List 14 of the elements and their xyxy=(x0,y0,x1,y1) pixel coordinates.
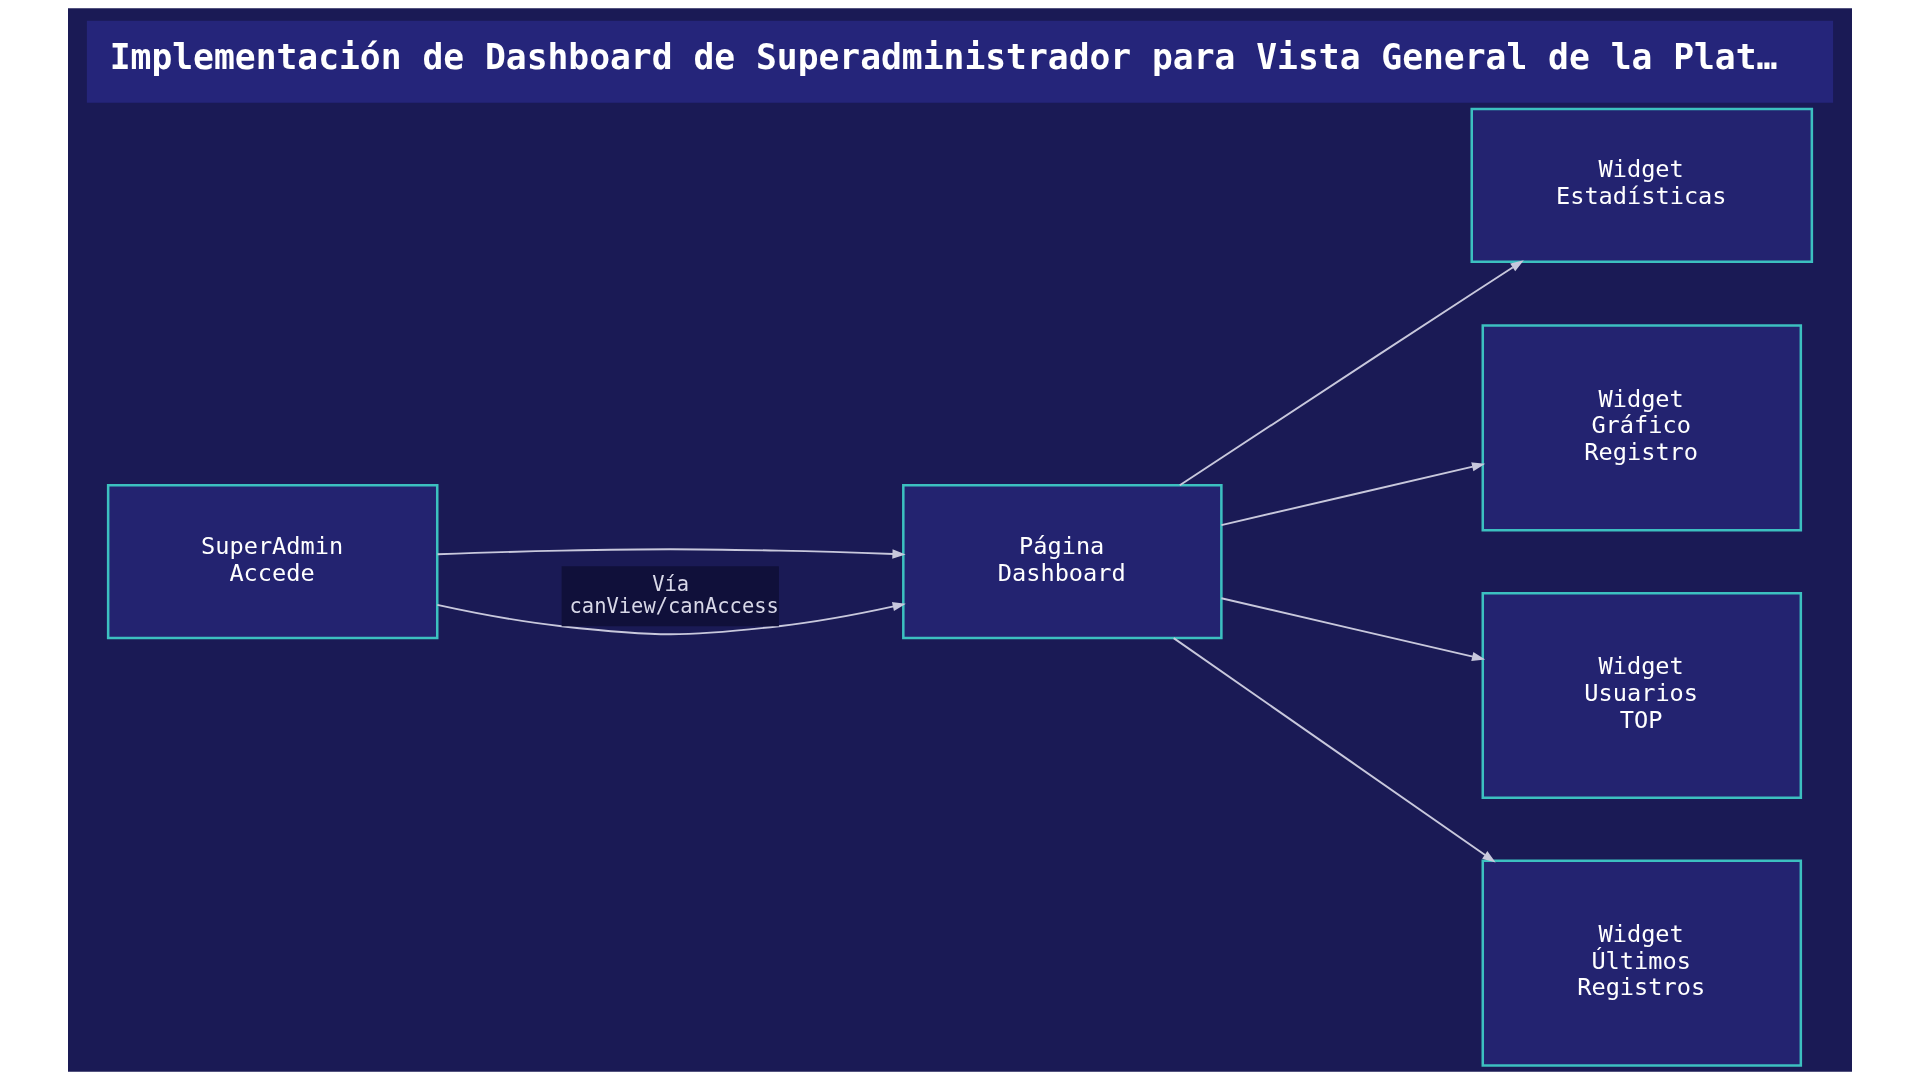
node-box: Página Dashboard xyxy=(902,484,1223,640)
node-box: Widget Usuarios TOP xyxy=(1481,591,1803,800)
node-box: Widget Gráfico Registro xyxy=(1481,324,1803,532)
edge-label: Vía canView/canAccess xyxy=(569,571,779,618)
arrow xyxy=(1178,260,1524,487)
node-box: Widget Últimos Registros xyxy=(1481,859,1803,1067)
arrow xyxy=(436,548,906,559)
diagram-title: Implementación de Dashboard de Superadministrador para Vista General de la Plat… xyxy=(109,36,1778,77)
arrow xyxy=(436,602,906,636)
node-box: Widget Estadísticas xyxy=(1470,107,1814,263)
arrow xyxy=(1172,637,1496,863)
arrow xyxy=(1220,462,1486,526)
arrow xyxy=(1220,597,1486,662)
node-box: SuperAdmin Accede xyxy=(106,484,439,640)
